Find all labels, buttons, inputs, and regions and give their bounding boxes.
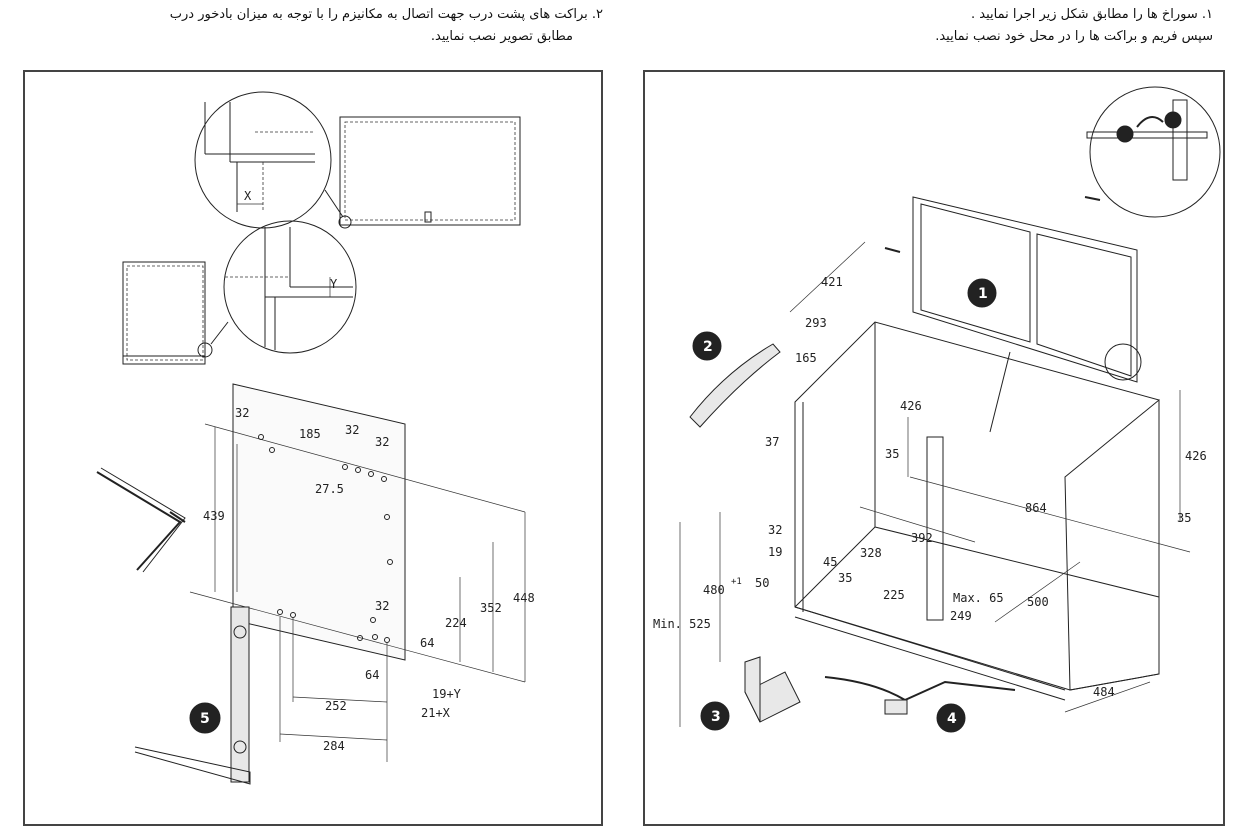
dim-64-a: 64	[420, 636, 434, 650]
door-bracket-drawing-panel: X Y	[23, 70, 603, 826]
dim-19-y: 19+Y	[432, 687, 462, 701]
detail-y-label: Y	[330, 277, 338, 291]
dim-439: 439	[203, 509, 225, 523]
step-3-badge	[700, 701, 730, 731]
step-1-label: 1	[978, 286, 988, 302]
step-5-badge	[189, 702, 221, 734]
dim-448: 448	[513, 591, 535, 605]
dim-max-65: Max. 65	[953, 591, 1004, 605]
cabinet-side-view	[122, 261, 213, 365]
dim-32-c: 32	[375, 435, 389, 449]
side-bracket	[689, 343, 781, 428]
detail-x-label: X	[244, 189, 252, 203]
instruction-step-2-line2: مطابق تصویر نصب نمایید.	[430, 29, 573, 44]
hinge-bracket-arm	[96, 467, 186, 573]
dim-252: 252	[325, 699, 347, 713]
dim-426-b: 426	[1185, 449, 1207, 463]
cabinet-install-drawing: 1 2 421 293 165 37 426	[653, 86, 1221, 733]
door-dimensions: 439 448 352 224 32 185 32 32 27.5 32 64 …	[203, 406, 535, 762]
frame-detail-circle	[1086, 86, 1221, 218]
dim-864: 864	[1025, 501, 1047, 515]
dim-500: 500	[1027, 595, 1049, 609]
dim-19: 19	[768, 545, 782, 559]
dim-293: 293	[805, 316, 827, 330]
door-bracket-plate	[134, 606, 251, 785]
dim-32-a: 32	[235, 406, 249, 420]
dim-32-d: 32	[375, 599, 389, 613]
detail-circle-y: Y	[210, 220, 357, 354]
dim-27-5: 27.5	[315, 482, 344, 496]
dim-392: 392	[911, 531, 933, 545]
floor-bracket	[744, 656, 801, 723]
cabinet-dimensions: 421 293 165 37 426 35 426 35 864 392 328…	[653, 241, 1207, 727]
dim-224: 224	[445, 616, 467, 630]
detail-circle-x: X	[194, 91, 352, 229]
frame-arrow	[989, 351, 1011, 433]
dim-21-x: 21+X	[421, 706, 451, 720]
dim-165: 165	[795, 351, 817, 365]
step-4-label: 4	[947, 711, 957, 727]
dim-225: 225	[883, 588, 905, 602]
dim-328: 328	[860, 546, 882, 560]
door-panel	[189, 383, 526, 683]
dim-32-b: 32	[345, 423, 359, 437]
dim-plus1: +1	[731, 577, 742, 587]
instruction-step-1-line2: سپس فریم و براکت ها را در محل خود نصب نم…	[935, 29, 1213, 44]
step-5-label: 5	[200, 711, 210, 727]
door-top-view	[339, 116, 521, 226]
dim-45: 45	[823, 555, 837, 569]
lift-lever	[824, 676, 1016, 715]
cabinet-install-drawing-panel: 1 2 421 293 165 37 426	[643, 70, 1225, 826]
step-1-badge	[967, 278, 997, 308]
arrow-right	[1084, 196, 1101, 201]
instruction-step-1-line1: ۱. سوراخ ها را مطابق شکل زیر اجرا نمایید…	[971, 7, 1213, 22]
dim-35-a: 35	[885, 447, 899, 461]
dim-421: 421	[821, 275, 843, 289]
step-2-label: 2	[703, 339, 713, 355]
dim-32: 32	[768, 523, 782, 537]
dim-35-c: 35	[838, 571, 852, 585]
dim-35-b: 35	[1177, 511, 1191, 525]
dim-37: 37	[765, 435, 779, 449]
dim-284: 284	[323, 739, 345, 753]
dim-426-a: 426	[900, 399, 922, 413]
dim-185: 185	[299, 427, 321, 441]
dim-64-b: 64	[365, 668, 379, 682]
dim-249: 249	[950, 609, 972, 623]
step-3-label: 3	[711, 709, 721, 725]
lift-frame	[884, 196, 1142, 383]
door-bracket-drawing: X Y	[96, 91, 535, 785]
dim-352: 352	[480, 601, 502, 615]
instruction-step-2: ۲. براکت های پشت درب جهت اتصال به مکانیز…	[170, 4, 603, 48]
dim-480: 480	[703, 583, 725, 597]
step-4-badge	[936, 703, 966, 733]
instruction-step-1: ۱. سوراخ ها را مطابق شکل زیر اجرا نمایید…	[935, 4, 1213, 48]
dim-484: 484	[1093, 685, 1115, 699]
dim-50: 50	[755, 576, 769, 590]
cabinet-body	[794, 321, 1160, 701]
dim-min-525: Min. 525	[653, 617, 711, 631]
instruction-step-2-line1: ۲. براکت های پشت درب جهت اتصال به مکانیز…	[169, 7, 603, 22]
step-2-badge	[692, 331, 722, 361]
